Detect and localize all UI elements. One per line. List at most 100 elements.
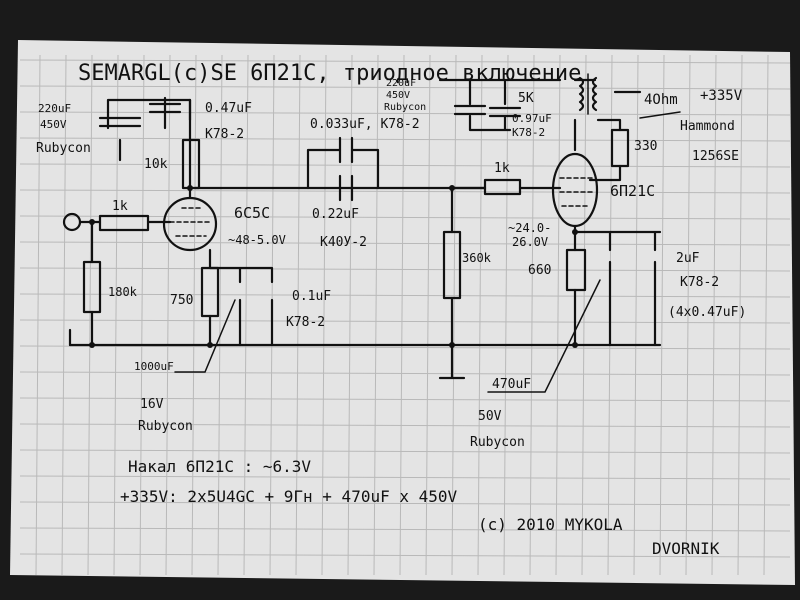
grid-line-h	[19, 423, 791, 428]
label-c-1000-brand: Rubycon	[138, 419, 193, 434]
label-c-top-left-brand: Rubycon	[36, 141, 91, 156]
label-c-top-mid-v: 450V	[386, 90, 410, 101]
grid-line-v	[87, 54, 93, 576]
grid-line-v	[373, 54, 379, 576]
resistor-660	[565, 248, 587, 292]
label-c-047-type: K78-2	[205, 127, 244, 142]
label-c-047: 0.47uF	[205, 101, 252, 116]
grid-line-v	[295, 54, 301, 576]
grid-line-v	[35, 54, 41, 576]
label-c-470-v: 50V	[478, 409, 502, 424]
grid-line-v	[477, 54, 483, 576]
grid-line-v	[165, 54, 171, 576]
grid-line-v	[555, 54, 561, 576]
label-r-10k: 10k	[144, 157, 168, 172]
label-hammond-model: 1256SE	[692, 149, 739, 164]
grid-line-h	[19, 267, 791, 272]
schematic-wires	[62, 78, 662, 380]
grid-line-h	[19, 85, 791, 90]
grid-line-h	[19, 449, 791, 454]
label-hammond: Hammond	[680, 119, 735, 134]
grid-line-v	[685, 54, 691, 576]
resistor-1k-input	[98, 214, 150, 232]
grid-line-v	[581, 54, 587, 576]
grid-line-h	[19, 189, 791, 194]
label-c-01-type: K78-2	[286, 315, 325, 330]
grid-line-h	[19, 59, 791, 64]
grid-line-v	[529, 54, 535, 576]
copyright-line: (c) 2010 MYKOLA	[478, 515, 623, 534]
resistor-180k	[82, 260, 102, 314]
junction-dots	[89, 185, 578, 348]
label-c-470: 470uF	[492, 377, 531, 392]
label-c-2u: 2uF	[676, 251, 700, 266]
grid-line-v	[217, 54, 223, 576]
grid-line-h	[19, 137, 791, 142]
label-r-5k: 5K	[518, 91, 534, 106]
schematic-title: SEMARGL(c)SE 6П21С, триодное включение	[78, 61, 581, 86]
grid-line-v	[399, 54, 405, 576]
grid-line-v	[321, 54, 327, 576]
grid-line-h	[19, 241, 791, 246]
note-power-supply: +335V: 2x5U4GC + 9Гн + 470uF x 450V	[120, 487, 458, 506]
leader-1000uf	[174, 299, 236, 373]
paper-grid	[19, 54, 791, 576]
label-tube2-bias-a: ~24.0-	[508, 221, 551, 235]
grid-line-v	[659, 54, 665, 576]
output-transformer-symbol	[578, 73, 598, 115]
label-c-top-left-v: 450V	[40, 118, 67, 131]
resistor-330	[610, 128, 630, 168]
label-c-2u-note: (4x0.47uF)	[668, 305, 746, 320]
tube-6p21c-symbol	[551, 152, 599, 228]
label-r-750: 750	[170, 293, 193, 308]
grid-line-v	[737, 54, 743, 576]
label-c-top-mid-brand: Rubycon	[384, 102, 426, 113]
grid-line-v	[139, 54, 145, 576]
grid-line-v	[113, 54, 119, 576]
grid-line-h	[19, 527, 791, 532]
author-surname: DVORNIK	[652, 539, 720, 558]
note-heater: Накал 6П21С : ~6.3V	[128, 457, 311, 476]
leader-470uf	[487, 279, 601, 393]
label-4ohm: 4Ohm	[644, 92, 678, 108]
label-r-660: 660	[528, 263, 551, 278]
label-c-470-brand: Rubycon	[470, 435, 525, 450]
label-v335-top: +335V	[700, 88, 743, 104]
label-tube2-bias-b: 26.0V	[512, 235, 548, 249]
resistor-750	[200, 266, 220, 318]
grid-line-h	[19, 553, 791, 558]
label-c-022: 0.22uF	[312, 207, 359, 222]
grid-line-v	[191, 54, 197, 576]
grid-line-h	[19, 501, 791, 506]
label-r-180k: 180k	[108, 285, 138, 299]
label-c-022-type: K40У-2	[320, 235, 367, 250]
label-r-1k-input: 1k	[112, 199, 128, 214]
grid-line-v	[711, 54, 717, 576]
grid-line-v	[633, 54, 639, 576]
label-r-360k: 360k	[462, 251, 492, 265]
label-tube-6p21c: 6П21С	[610, 182, 655, 200]
label-c-top-left: 220uF	[38, 102, 71, 115]
grid-line-v	[61, 54, 67, 576]
label-c-097-type: K78-2	[512, 126, 545, 139]
resistor-1k-grid	[483, 178, 522, 196]
label-c-top-mid: 220uF	[386, 78, 416, 89]
tube-6c5c-symbol	[162, 196, 218, 252]
grid-line-v	[451, 54, 457, 576]
grid-line-h	[19, 163, 791, 168]
leader-hammond	[639, 111, 681, 119]
grid-line-v	[243, 54, 249, 576]
label-r-1k-grid: 1k	[494, 161, 510, 176]
label-c-1000-v: 16V	[140, 397, 164, 412]
grid-line-v	[763, 54, 769, 576]
label-tube-6c5c: 6C5C	[234, 204, 270, 222]
label-r-330: 330	[634, 139, 657, 154]
label-tube1-bias: ~48-5.0V	[228, 233, 286, 247]
label-c-0033: 0.033uF, K78-2	[310, 117, 420, 132]
grid-line-v	[425, 54, 431, 576]
label-c-1000: 1000uF	[134, 360, 174, 373]
label-c-097: 0.97uF	[512, 112, 552, 125]
grid-line-h	[19, 475, 791, 480]
